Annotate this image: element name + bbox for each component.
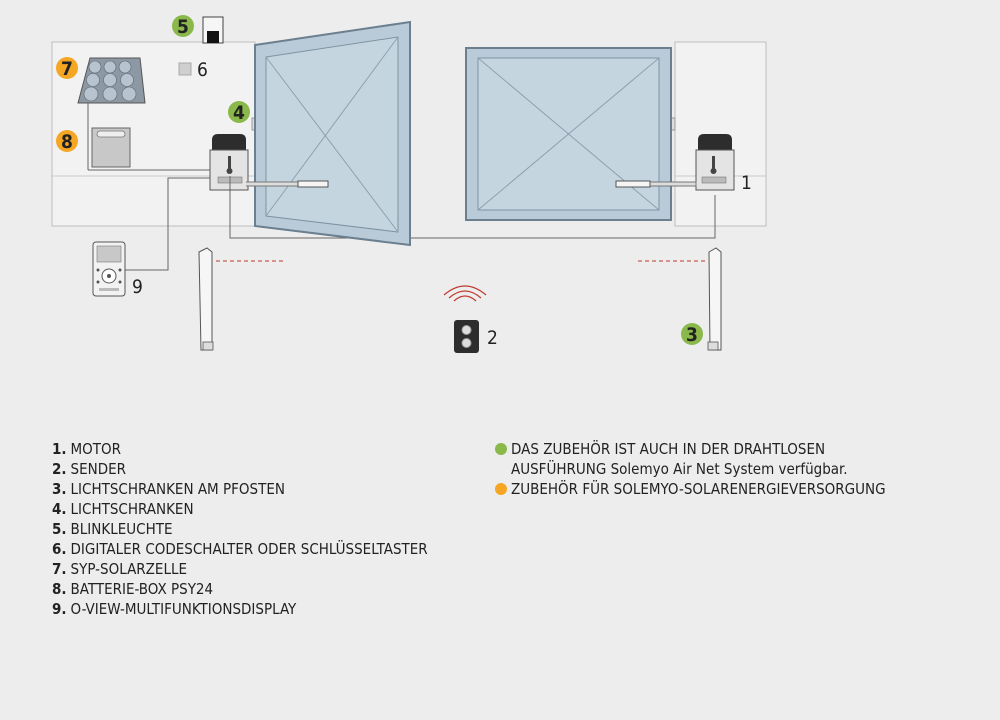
- legend-item-1: 1.MOTOR: [52, 440, 122, 458]
- callout-1-label: 1: [741, 172, 752, 194]
- callout-8-circle: [56, 130, 78, 152]
- solar-panel: [77, 57, 146, 104]
- callout-4-label: 4: [233, 102, 245, 124]
- left-photocell-post: [198, 247, 214, 351]
- legend-item-9: 9.O-VIEW-MULTIFUNKTIONSDISPLAY: [52, 600, 297, 618]
- callout-8-label: 8: [61, 131, 73, 153]
- left-motor-rod: [297, 180, 329, 188]
- legend-list: 1.MOTOR 2.SENDER 3.LICHTSCHRANKEN AM PFO…: [52, 439, 472, 619]
- wireless-note-line2: AUSFÜHRUNG Solemyo Air Net System verfüg…: [511, 460, 848, 478]
- legend-notes: DAS ZUBEHÖR IST AUCH IN DER DRAHTLOSEN A…: [495, 439, 955, 499]
- battery-box: [91, 127, 131, 168]
- callout-7-badge: 7: [56, 57, 78, 80]
- left-motor: [209, 134, 249, 191]
- callout-8-badge: 8: [56, 130, 78, 153]
- legend-item-5: 5.BLINKLEUCHTE: [52, 520, 173, 538]
- left-gate-cross-a: [265, 56, 399, 233]
- callout-4-circle: [228, 101, 250, 123]
- callout-5-circle: [172, 15, 194, 37]
- right-motor-rod: [615, 180, 651, 188]
- callout-3-badge: 3: [681, 323, 703, 346]
- legend-item-8: 8.BATTERIE-BOX PSY24: [52, 580, 214, 598]
- callout-5-label: 5: [177, 16, 189, 38]
- left-gate-panel: [265, 36, 399, 233]
- left-motor-arm: [246, 181, 301, 187]
- wireless-note-line1: DAS ZUBEHÖR IST AUCH IN DER DRAHTLOSEN: [511, 440, 826, 458]
- display-device: [92, 241, 126, 297]
- green-dot-icon: [495, 443, 507, 455]
- legend-item-2: 2.SENDER: [52, 460, 127, 478]
- right-motor-arm: [650, 181, 697, 187]
- keypad: [178, 62, 192, 76]
- right-motor: [695, 134, 735, 191]
- callout-3-circle: [681, 323, 703, 345]
- callout-3-label: 3: [686, 324, 698, 346]
- callout-5-badge: 5: [172, 15, 194, 38]
- solar-note: ZUBEHÖR FÜR SOLEMYO-SOLARENERGIEVERSORGU…: [495, 479, 955, 499]
- legend-item-3: 3.LICHTSCHRANKEN AM PFOSTEN: [52, 480, 285, 498]
- legend-item-4: 4.LICHTSCHRANKEN: [52, 500, 194, 518]
- ground-cable: [229, 190, 716, 239]
- solar-note-text: ZUBEHÖR FÜR SOLEMYO-SOLARENERGIEVERSORGU…: [511, 480, 886, 498]
- callout-9-label: 9: [132, 276, 143, 298]
- legend-item-6: 6.DIGITALER CODESCHALTER ODER SCHLÜSSELT…: [52, 540, 428, 558]
- legend-item-7: 7.SYP-SOLARZELLE: [52, 560, 187, 578]
- callout-6-label: 6: [197, 59, 208, 81]
- callout-7-circle: [56, 57, 78, 79]
- wireless-note: DAS ZUBEHÖR IST AUCH IN DER DRAHTLOSEN A…: [495, 439, 955, 479]
- orange-dot-icon: [495, 483, 507, 495]
- callout-7-label: 7: [61, 58, 73, 80]
- right-gate-cross-b: [477, 57, 660, 211]
- gate-installation-diagram: 5 7 8 4 3 6 1 2 9: [51, 15, 767, 353]
- sender-remote: [443, 285, 487, 353]
- display-cable: [125, 177, 210, 271]
- right-photocell-post: [707, 247, 722, 351]
- callout-2-label: 2: [487, 327, 498, 349]
- callout-4-badge: 4: [228, 101, 250, 124]
- flasher: [202, 16, 224, 44]
